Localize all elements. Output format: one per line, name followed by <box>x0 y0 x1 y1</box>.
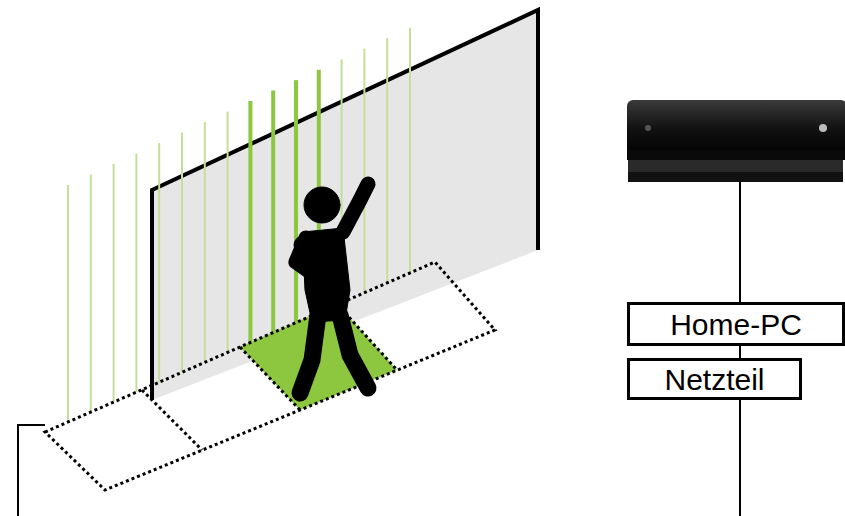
light-beam <box>294 80 298 322</box>
light-beam <box>271 91 275 333</box>
connector <box>740 346 741 358</box>
light-beam <box>90 175 92 413</box>
light-beam <box>135 154 137 393</box>
light-beam <box>248 101 252 342</box>
component-box: Netzteil <box>627 358 802 400</box>
kinect-sensor <box>627 100 845 182</box>
light-beam <box>386 38 388 283</box>
active-floor-tile <box>240 304 397 410</box>
light-beam <box>409 28 411 273</box>
light-curtain <box>68 28 410 422</box>
box-label: Netzteil <box>664 363 764 396</box>
box-label: Home-PC <box>670 308 802 341</box>
light-beam <box>158 143 160 382</box>
leader-line <box>18 425 45 516</box>
light-beam <box>227 112 229 353</box>
light-beam <box>67 185 69 422</box>
light-beam <box>204 122 206 362</box>
wall-outline <box>152 10 538 400</box>
sensor-cable <box>739 182 741 302</box>
power-cable <box>739 400 741 516</box>
light-beam <box>113 164 115 402</box>
person-silhouette <box>294 184 368 393</box>
component-box: Home-PC <box>627 302 845 346</box>
light-beam <box>363 49 365 293</box>
light-beam <box>181 133 183 373</box>
wall-surface <box>152 10 538 400</box>
floor-tiles <box>45 262 495 490</box>
